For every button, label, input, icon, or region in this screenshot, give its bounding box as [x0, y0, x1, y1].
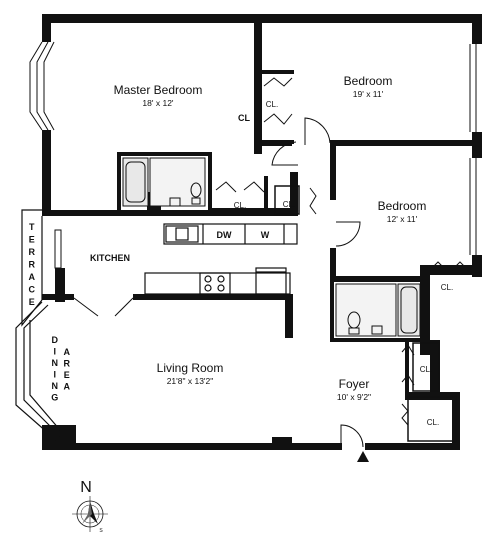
compass-icon	[72, 496, 108, 532]
room-name-foyer: Foyer	[339, 377, 370, 391]
compass-north-label: N	[80, 479, 92, 496]
room-name-bedroom-2: Bedroom	[378, 199, 427, 213]
terrace-letter: R	[29, 247, 36, 257]
interior-walls	[42, 14, 480, 447]
terrace-letter: A	[29, 272, 36, 282]
terrace-letter: E	[29, 235, 36, 245]
terrace-letter: T	[29, 222, 35, 232]
appliance-label-washer: W	[261, 230, 270, 240]
appliance-label-dishwasher: DW	[217, 230, 232, 240]
area-letter: A	[64, 347, 71, 357]
dining-letter: D	[52, 335, 59, 345]
room-name-living-room: Living Room	[157, 361, 224, 375]
terrace-outline	[15, 209, 61, 441]
kitchen-upper-counter	[163, 223, 298, 245]
room-dims-bedroom-1: 19' x 11'	[353, 89, 384, 99]
entrance-arrow-icon	[357, 451, 369, 462]
windows	[29, 41, 477, 255]
terrace-letter: C	[29, 285, 36, 295]
closet-boxes	[274, 185, 457, 442]
kitchen-lower-counter	[144, 267, 291, 295]
room-dims-foyer: 10' x 9'2"	[337, 392, 371, 402]
area-letter: A	[64, 382, 71, 392]
closet-label-bedroom-1: CL.	[266, 100, 278, 109]
closet-label-foyer-1: CL.	[420, 365, 432, 374]
closet-label-hall-1: CL.	[234, 201, 246, 210]
dining-letter: N	[52, 381, 59, 391]
room-name-bedroom-1: Bedroom	[344, 74, 393, 88]
room-name-master-bedroom: Master Bedroom	[114, 83, 203, 97]
bathroom-1	[122, 157, 206, 207]
closet-label-master: CL	[238, 113, 250, 123]
dining-letter: I	[53, 347, 56, 357]
closet-label-bedroom-2: CL.	[441, 283, 453, 292]
room-name-kitchen: KITCHEN	[90, 253, 130, 263]
room-dims-living-room: 21'8" x 13'2"	[167, 376, 214, 386]
dining-letter: G	[51, 393, 59, 403]
dining-letter: N	[52, 358, 59, 368]
labels: Master Bedroom 18' x 12' Bedroom 19' x 1…	[80, 74, 453, 534]
area-letter: E	[64, 370, 71, 380]
terrace-letter: R	[29, 260, 36, 270]
doors	[73, 77, 469, 448]
compass-south-label: S	[99, 528, 103, 534]
room-dims-bedroom-2: 12' x 11'	[387, 214, 418, 224]
terrace-letter: E	[29, 297, 36, 307]
kitchen-window	[54, 229, 62, 269]
closet-label-hall-2: CL.	[283, 200, 295, 209]
closet-label-foyer-2: CL.	[427, 418, 439, 427]
room-dims-master-bedroom: 18' x 12'	[142, 98, 174, 108]
dining-letter: I	[53, 370, 56, 380]
bathroom-2	[335, 283, 421, 337]
area-letter: R	[64, 359, 71, 369]
